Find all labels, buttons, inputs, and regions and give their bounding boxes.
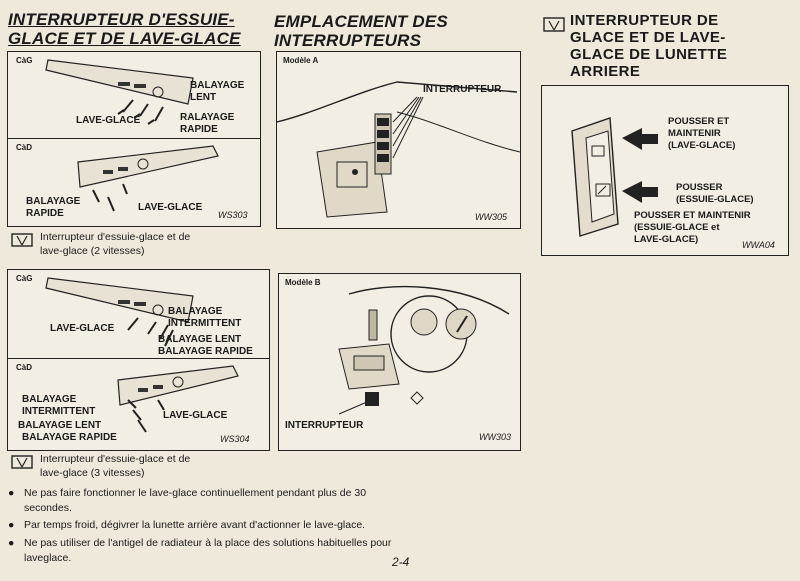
wiper-stalk-drawing-3speed: [45, 277, 239, 433]
label-lave-glace: LAVE-GLACE: [76, 115, 141, 126]
label-balayage-intermittent: BALAYAGE INTERMITTENT: [168, 306, 242, 329]
figure-code: WW305: [475, 212, 508, 222]
wiper-icon: [11, 455, 33, 469]
figure-code: WS303: [218, 210, 248, 220]
label-interrupteur-b: INTERRUPTEUR: [285, 420, 364, 431]
bullet-item: ●Ne pas faire fonctionner le lave-glace …: [8, 487, 367, 514]
wiper-icon: [11, 233, 33, 247]
figure-ww305: Modèle A INTERRUPTEUR WW305: [276, 51, 521, 229]
label-pousser: POUSSER (ESSUIE-GLACE): [676, 182, 754, 205]
caption-3-speeds: Interrupteur d'essuie-glace et de lave-g…: [40, 453, 191, 479]
figure-ws304: CàG CàD LAVE-GLACE BALAYAGE INTERMITTENT…: [7, 269, 270, 451]
dashboard-model-b-drawing: [338, 285, 510, 415]
label-balayage-lent: BALAYAGE LENT: [158, 334, 242, 345]
figure-ww303: Modèle B INTERRUPTEUR WW303: [278, 273, 521, 451]
model-b-label: Modèle B: [285, 278, 321, 287]
figure-code: WWA04: [742, 240, 775, 250]
label-r-lave-glace: LAVE-GLACE: [163, 410, 228, 421]
figure-code: WS304: [220, 434, 250, 444]
bullet-item: ●Ne pas utiliser de l'antigel de radiate…: [8, 537, 392, 564]
section-title-wiper-switch: INTERRUPTEUR D'ESSUIE- GLACE ET DE LAVE-…: [8, 10, 241, 48]
cad-label: CàD: [16, 143, 33, 152]
dashboard-model-a-drawing: [277, 81, 520, 218]
page-number: 2-4: [392, 555, 410, 569]
section-title-rear-wiper: INTERRUPTEUR DE GLACE ET DE LAVE- GLACE …: [570, 12, 728, 80]
section-title-switch-location: EMPLACEMENT DES INTERRUPTEURS: [274, 12, 448, 50]
model-a-label: Modèle A: [283, 56, 319, 65]
label-balayage-rapide: BALAYAGE RAPIDE: [26, 196, 81, 219]
label-pousser-et-maintenir: POUSSER ET MAINTENIR (ESSUIE-GLACE et LA…: [634, 210, 751, 245]
figure-wwa04: POUSSER ET MAINTENIR (LAVE-GLACE) POUSSE…: [541, 85, 789, 256]
caption-2-speeds: Interrupteur d'essuie-glace et de lave-g…: [40, 231, 191, 257]
label-lave-glace-2: LAVE-GLACE: [138, 202, 203, 213]
label-lave-glace: LAVE-GLACE: [50, 323, 115, 334]
figure-code: WW303: [479, 432, 512, 442]
label-interrupteur-a: INTERRUPTEUR: [423, 84, 502, 95]
bullet-item: ●Par temps froid, dégivrer la lunette ar…: [8, 519, 366, 531]
figure-ws303: CàG CàD BALAYAGE LENT LAVE-GLACE RALAYAG…: [7, 51, 261, 227]
cag-label: CàG: [16, 56, 33, 65]
label-r-balayage-intermittent: BALAYAGE INTERMITTENT: [22, 394, 96, 417]
label-ralayage-rapide: RALAYAGE RAPIDE: [180, 112, 235, 135]
rear-wiper-icon: [543, 17, 565, 32]
label-balayage-rapide: BALAYAGE RAPIDE: [158, 346, 253, 357]
cag-label: CàG: [16, 274, 33, 283]
rear-switch-drawing: [571, 117, 658, 237]
cad-label: CàD: [16, 363, 33, 372]
label-balayage-lent: BALAYAGE LENT: [190, 80, 245, 103]
label-r-balayage-rapide: BALAYAGE RAPIDE: [22, 432, 117, 443]
label-r-balayage-lent: BALAYAGE LENT: [18, 420, 102, 431]
wiper-stalk-drawing: [45, 59, 219, 212]
label-pousser-maintenir: POUSSER ET MAINTENIR (LAVE-GLACE): [668, 116, 736, 151]
